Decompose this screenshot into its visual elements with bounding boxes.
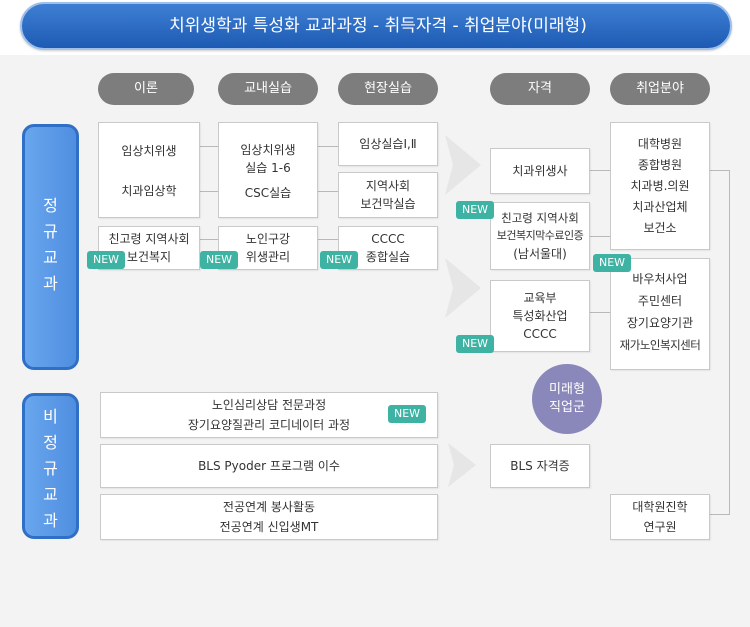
field-box-1: 임상실습Ⅰ,Ⅱ: [338, 122, 438, 166]
new-badge: NEW: [456, 335, 494, 353]
inschool-box: 임상치위생 실습 1-6 CSC실습: [218, 122, 318, 218]
inschool-new-box: 노인구강 위생관리: [218, 226, 318, 270]
connector: [198, 239, 220, 240]
header-field-practice: 현장실습: [338, 73, 438, 105]
nonregular-row-2: BLS Pyoder 프로그램 이수: [100, 444, 438, 488]
jobs-box-3: 대학원진학 연구원: [610, 494, 710, 540]
header-inschool-practice: 교내실습: [218, 73, 318, 105]
future-job-group-badge: 미래형 직업군: [532, 364, 602, 434]
arrow-right-icon: [445, 258, 481, 318]
nonregular-row-3: 전공연계 봉사활동 전공연계 신입생MT: [100, 494, 438, 540]
arrow-right-icon: [448, 443, 476, 487]
new-badge: NEW: [87, 251, 125, 269]
connector: [318, 191, 340, 192]
cert-box-1: 치과위생사: [490, 148, 590, 194]
new-badge: NEW: [200, 251, 238, 269]
field-box-2: 지역사회 보건막실습: [338, 172, 438, 218]
header-theory: 이론: [98, 73, 194, 105]
cert-box-3: 교육부 특성화산업 CCCC: [490, 280, 590, 352]
connector: [198, 146, 220, 147]
new-badge: NEW: [388, 405, 426, 423]
header-certification: 자격: [490, 73, 590, 105]
connector: [708, 170, 730, 171]
connector: [590, 236, 612, 237]
new-badge: NEW: [593, 254, 631, 272]
theory-box: 임상치위생 치과임상학: [98, 122, 200, 218]
cert-box-2: 친고령 지역사회 보건복지막수료인증 (남서울대): [490, 202, 590, 270]
new-badge: NEW: [320, 251, 358, 269]
connector: [729, 170, 730, 515]
field-new-box: CCCC 종합실습: [338, 226, 438, 270]
page-title: 치위생학과 특성화 교과과정 - 취득자격 - 취업분야(미래형): [169, 16, 587, 36]
header-employment: 취업분야: [610, 73, 710, 105]
new-badge: NEW: [456, 201, 494, 219]
connector: [590, 312, 612, 313]
title-banner: 치위생학과 특성화 교과과정 - 취득자격 - 취업분야(미래형): [20, 2, 732, 50]
connector: [590, 170, 612, 171]
nonregular-row-1: 노인심리상담 전문과정 장기요양질관리 코디네이터 과정: [100, 392, 438, 438]
connector: [318, 146, 340, 147]
arrow-right-icon: [445, 135, 481, 195]
connector: [708, 514, 730, 515]
connector: [198, 191, 220, 192]
cert-box-bls: BLS 자격증: [490, 444, 590, 488]
connector: [318, 239, 340, 240]
